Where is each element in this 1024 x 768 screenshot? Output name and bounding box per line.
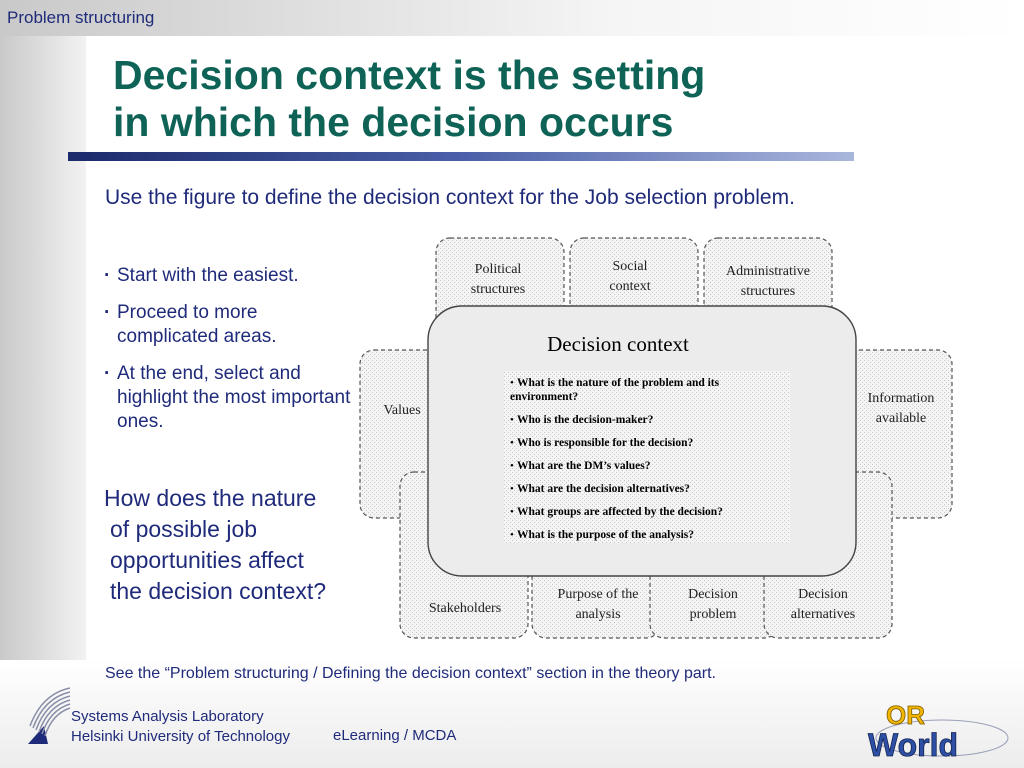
instruction-list: Start with the easiest. Proceed to more … <box>104 264 354 447</box>
purpose-label-1: Purpose of the <box>558 587 639 602</box>
context-question: What is the purpose of the analysis? <box>517 529 694 541</box>
stakeholders-label: Stakeholders <box>429 601 501 616</box>
instruction-item: Start with the easiest. <box>104 264 354 288</box>
logo-or-text: OR <box>886 700 925 730</box>
question-bullet: • <box>510 529 514 541</box>
section-label: Problem structuring <box>7 8 155 27</box>
hut-logo-icon <box>28 687 71 744</box>
context-question: Who is the decision-maker? <box>517 414 654 426</box>
context-question: What groups are affected by the decision… <box>517 506 723 518</box>
decision-problem-label-2: problem <box>690 607 737 622</box>
lab-line-2: Helsinki University of Technology <box>71 728 290 745</box>
logo-world-text: World <box>868 727 958 762</box>
decision-context-title: Decision context <box>547 332 689 356</box>
lab-name: Systems Analysis Laboratory Helsinki Uni… <box>71 707 290 747</box>
purpose-label-2: analysis <box>575 607 620 622</box>
discussion-question: How does the nature of possible job oppo… <box>104 483 364 607</box>
context-question: What is the nature of the problem and it… <box>517 377 720 389</box>
question-line-3: opportunities affect <box>110 547 304 573</box>
question-bullet: • <box>510 437 514 449</box>
decision-alternatives-label-2: alternatives <box>791 607 856 622</box>
information-label-1: Information <box>868 391 935 406</box>
context-question: Who is responsible for the decision? <box>517 437 693 449</box>
information-label-2: available <box>876 411 927 426</box>
or-world-logo: OR World <box>868 700 1009 762</box>
instruction-item: At the end, select and highlight the mos… <box>104 362 354 434</box>
top-background-band <box>0 0 1024 36</box>
question-line-4: the decision context? <box>110 578 327 604</box>
question-line-1: How does the nature <box>104 485 317 511</box>
decision-problem-label-1: Decision <box>688 587 738 602</box>
question-line-2: of possible job <box>110 516 258 542</box>
context-question: What are the decision alternatives? <box>517 483 690 495</box>
title-line-1: Decision context is the setting <box>113 52 706 98</box>
decision-context-diagram: Decision context Political structures So… <box>359 237 953 639</box>
question-bullet: • <box>510 483 514 495</box>
slide-title: Decision context is the setting in which… <box>113 52 705 146</box>
title-line-2: in which the decision occurs <box>113 99 674 145</box>
theory-reference-note: See the “Problem structuring / Defining … <box>105 665 716 682</box>
course-name: eLearning / MCDA <box>333 727 457 744</box>
administrative-label-2: structures <box>741 284 795 299</box>
bottom-background-band <box>0 660 1024 768</box>
decision-alternatives-label-1: Decision <box>798 587 848 602</box>
context-question: What are the DM’s values? <box>517 460 651 472</box>
administrative-label-1: Administrative <box>726 264 810 279</box>
social-label-2: context <box>609 279 650 294</box>
lab-line-1: Systems Analysis Laboratory <box>71 708 264 725</box>
question-bullet: • <box>510 460 514 472</box>
context-question-continued: environment? <box>510 391 578 403</box>
decision-context-figure: Decision context Political structures So… <box>356 236 960 642</box>
intro-text: Use the figure to define the decision co… <box>105 186 795 209</box>
political-label-1: Political <box>475 262 522 277</box>
question-bullet: • <box>510 414 514 426</box>
political-label-2: structures <box>471 282 525 297</box>
question-bullet: • <box>510 377 514 389</box>
questions-panel <box>504 371 790 543</box>
left-background-band <box>0 0 86 768</box>
instruction-item: Proceed to more complicated areas. <box>104 301 354 349</box>
title-underline <box>68 152 854 161</box>
social-label-1: Social <box>613 259 648 274</box>
values-label: Values <box>383 403 420 418</box>
question-bullet: • <box>510 506 514 518</box>
